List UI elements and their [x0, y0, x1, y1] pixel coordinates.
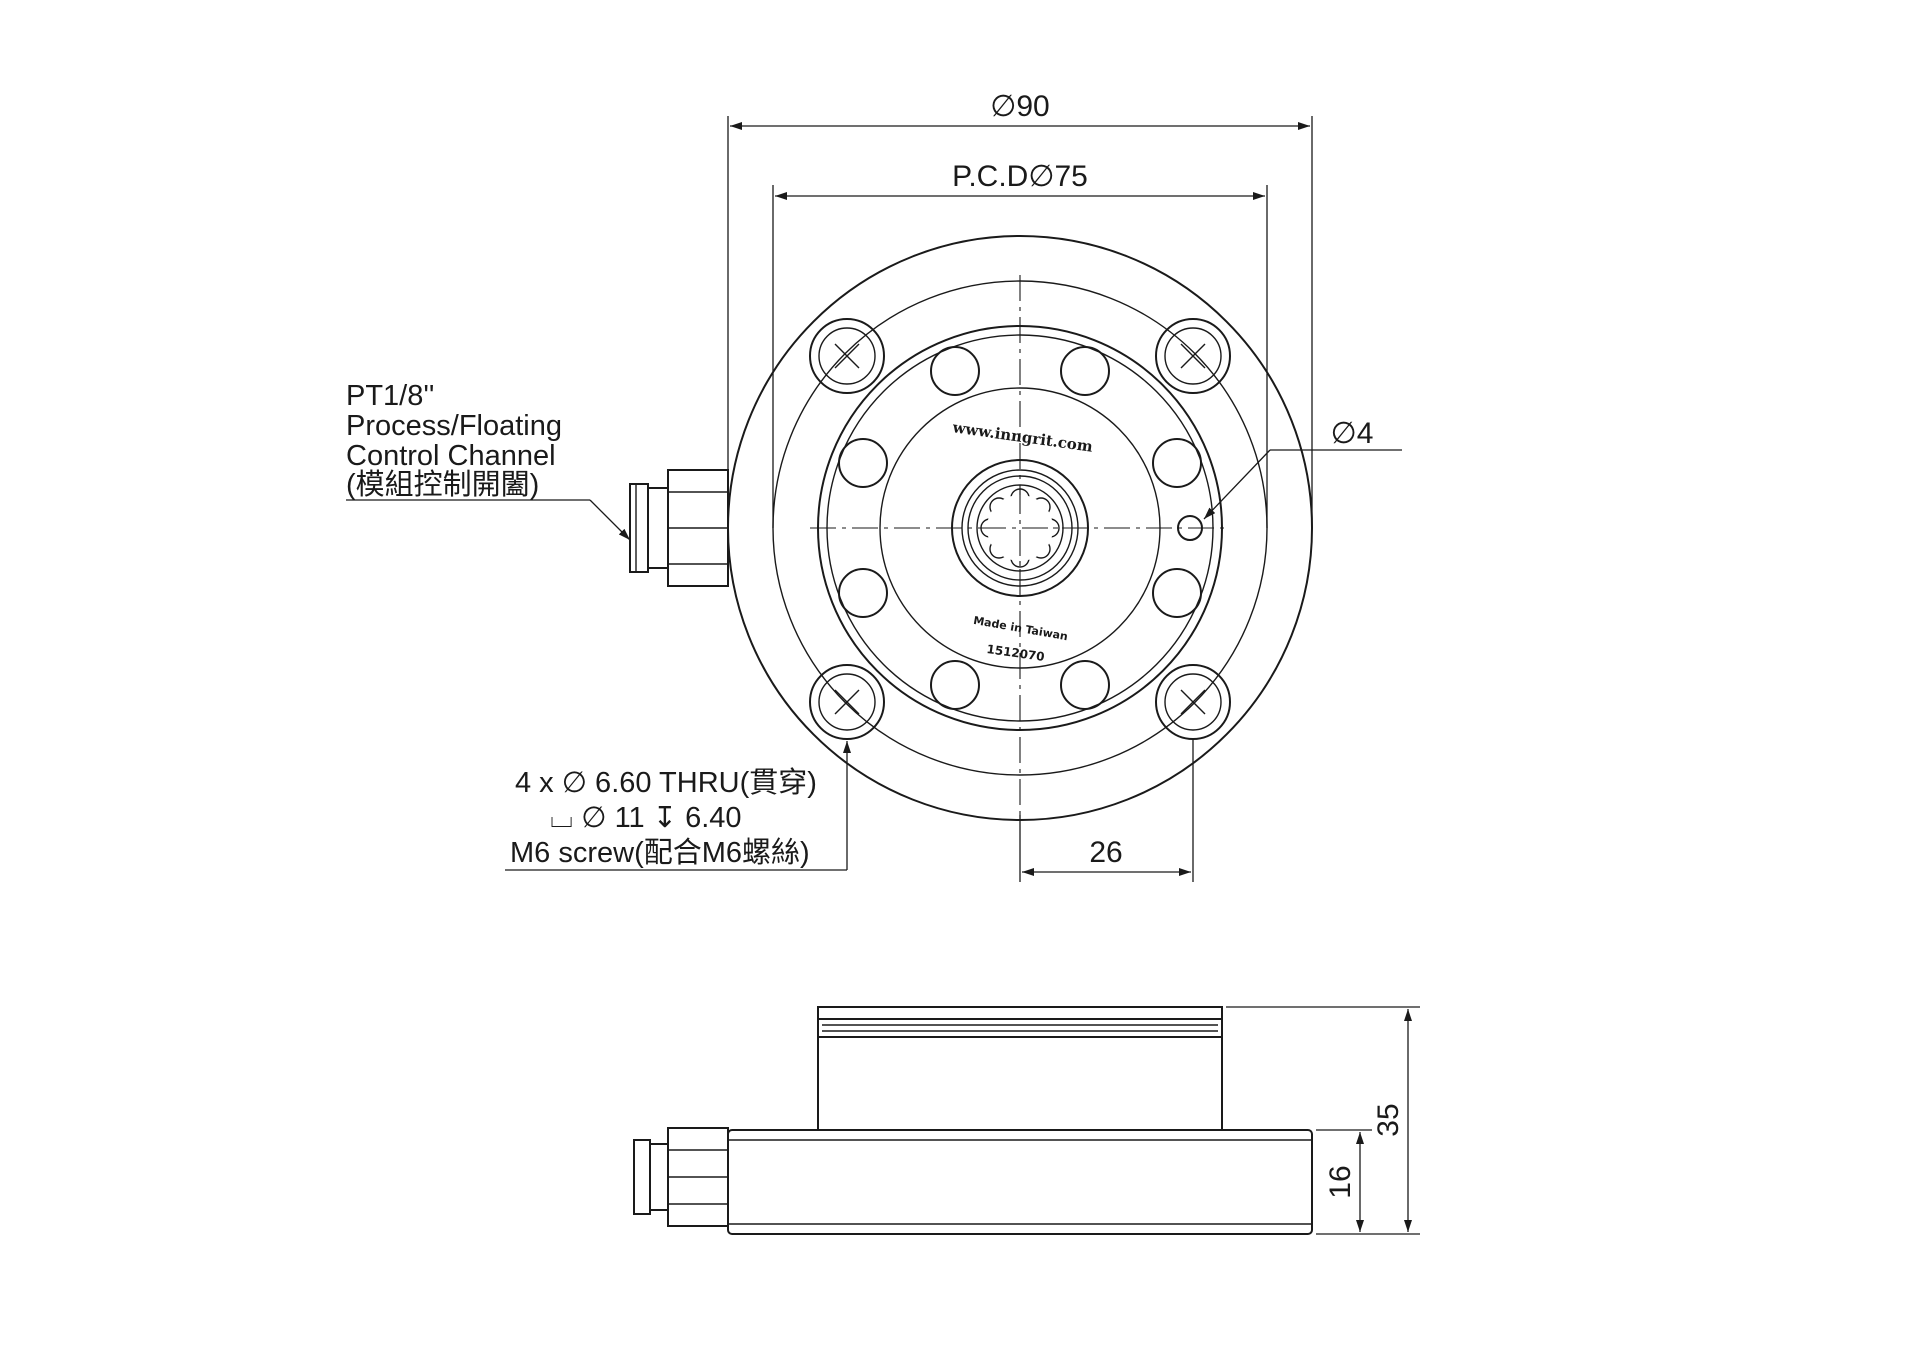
- center-bore-inner: [961, 469, 1079, 587]
- offset-label: 26: [1089, 836, 1122, 869]
- counterbore-hole-bl: [809, 664, 885, 740]
- engraving-origin: Made in Taiwan: [972, 614, 1068, 643]
- engraving-serial: 1512070: [986, 642, 1046, 664]
- port-note-line3: Control Channel: [346, 440, 556, 472]
- center-bore-outer: [951, 459, 1089, 597]
- dim-offset: 26: [1019, 739, 1194, 882]
- pcd-label: P.C.D∅75: [952, 160, 1088, 193]
- center-spline: [976, 484, 1064, 572]
- outer-diameter-label: ∅90: [990, 90, 1050, 123]
- base-flange: [727, 1129, 1313, 1235]
- dim-pcd: P.C.D∅75: [772, 160, 1268, 528]
- dim-pin-hole: ∅4: [1203, 417, 1402, 520]
- counterbore-hole-br: [1155, 664, 1231, 740]
- counterbore-hole-tl: [809, 318, 885, 394]
- port-note-line4: (模組控制開闔): [346, 468, 539, 501]
- pin-hole-label: ∅4: [1331, 417, 1374, 450]
- inner-plate-chamfer: [826, 334, 1214, 722]
- center-bore-step: [967, 475, 1073, 581]
- pneumatic-fitting-top: [629, 469, 729, 587]
- port-note-line2: Process/Floating: [346, 410, 562, 442]
- inner-plate-circle: [817, 325, 1223, 731]
- hole-note: 4 x ∅ 6.60 THRU(貫穿) ⌴ ∅ 11 ↧ 6.40 M6 scr…: [505, 741, 851, 871]
- dim-flange-height: 16: [1316, 1129, 1372, 1232]
- total-height-label: 35: [1372, 1103, 1405, 1136]
- pin-hole: [1177, 515, 1203, 541]
- hole-note-line2: ⌴ ∅ 11 ↧ 6.40: [550, 802, 742, 834]
- hole-note-line1: 4 x ∅ 6.60 THRU(貫穿): [515, 766, 817, 799]
- side-view: 35 16: [633, 1006, 1420, 1235]
- counterbore-hole-tr: [1155, 318, 1231, 394]
- top-view: www.inngrit.com Made in Taiwan 1512070 ∅…: [346, 90, 1402, 882]
- port-note: PT1/8'' Process/Floating Control Channel…: [346, 380, 631, 541]
- counterbore-holes: [809, 318, 1231, 740]
- flange-height-label: 16: [1324, 1165, 1357, 1198]
- dim-total-height: 35: [1226, 1006, 1420, 1235]
- engraving-website: www.inngrit.com: [951, 418, 1094, 456]
- dim-outer-diameter: ∅90: [727, 90, 1313, 528]
- hub-circle: [879, 387, 1161, 669]
- pneumatic-fitting-side: [633, 1127, 729, 1227]
- upper-boss: [817, 1006, 1223, 1130]
- port-note-line1: PT1/8'': [346, 380, 434, 412]
- bolt-holes-inner: [838, 346, 1202, 710]
- hole-note-line3: M6 screw(配合M6螺絲): [510, 836, 810, 869]
